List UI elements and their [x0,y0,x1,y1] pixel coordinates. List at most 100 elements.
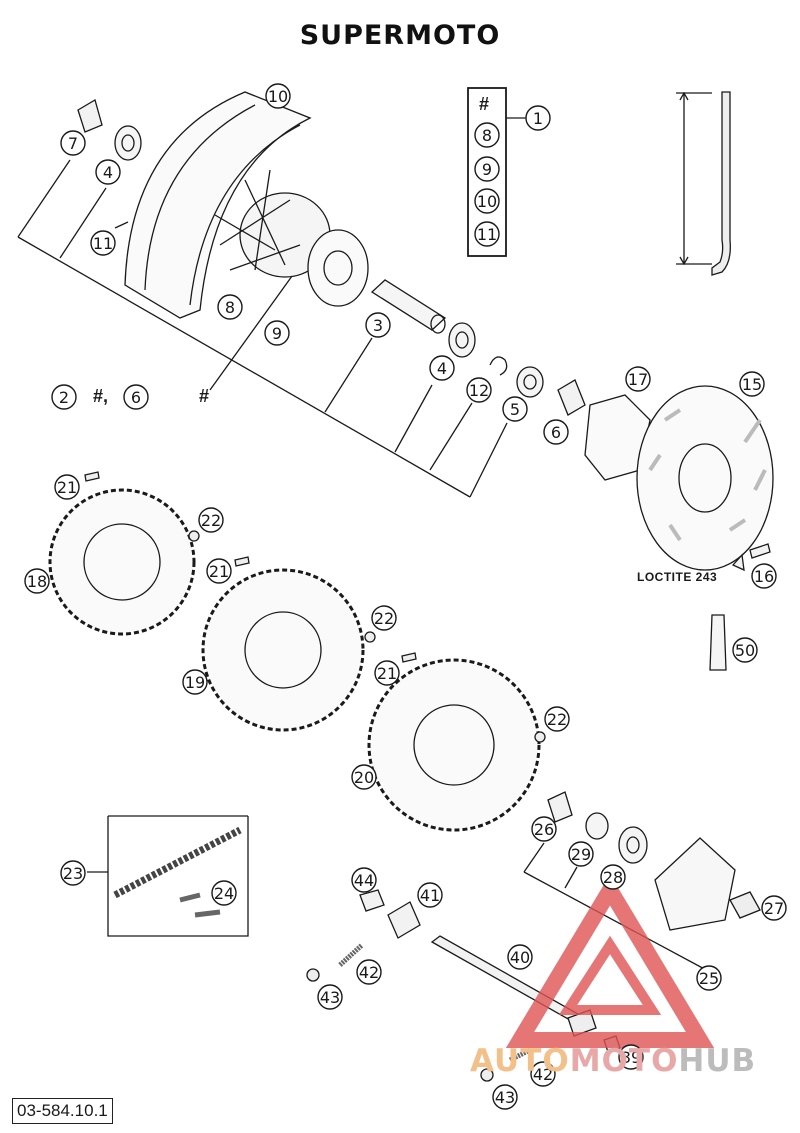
callout-43-number: 43 [320,988,340,1007]
callout-12: 12 [466,377,492,403]
callout-15: 15 [739,371,765,397]
sprocket-20 [367,658,541,832]
callout-42-number: 42 [359,963,379,982]
leader-line [17,236,471,498]
oil-seal [516,366,544,398]
callout-42: 42 [356,959,382,985]
spoke-line [254,169,271,271]
leader-line [209,257,306,391]
leader-line [17,159,71,238]
callout-6: 6 [543,419,569,445]
callout-7: 7 [60,130,86,156]
callout-21: 21 [54,474,80,500]
callout-39-circle [618,1044,644,1070]
spoke-line [244,179,286,266]
callout-26-circle [531,816,557,842]
callout-16-number: 16 [754,567,774,586]
hub-bore [323,250,353,286]
bearing [114,125,142,161]
kit-legend-hash: # [479,94,490,114]
callout-21: 21 [206,558,232,584]
callout-6-number: 6 [551,423,561,442]
spacer [547,791,573,823]
brake-disc [636,385,774,571]
kit-legend-item-11-number: 11 [477,225,497,244]
callout-44: 44 [351,867,377,893]
watermark-part-1: AUTO [470,1043,570,1079]
kit-legend-item-9-circle [474,156,500,182]
callout-28-number: 28 [603,868,623,887]
callout-kit-1-circle [525,105,551,131]
adjuster-screw [338,943,364,967]
bearing [448,322,476,358]
callout-21-number: 21 [377,664,397,683]
callout-4-number: 4 [103,163,113,182]
callout-21-number: 21 [209,562,229,581]
leader-line [59,187,107,259]
spacer-end [430,314,446,334]
kit-legend-item-8-number: 8 [482,126,492,145]
kit-legend-item-11: 11 [474,221,500,247]
leader-line [523,842,545,873]
callout-20-number: 20 [354,768,374,787]
leader-line [564,866,578,889]
callout-42: 42 [530,1061,556,1087]
callout-group-2-circle [51,384,77,410]
callout-50: 50 [732,637,758,663]
kit-legend-item-9: 9 [474,156,500,182]
callout-8-number: 8 [225,298,235,317]
watermark-text: AUTOMOTOHUB [470,1043,756,1079]
kit-legend-item-10: 10 [474,188,500,214]
group-label-hash: #, [93,386,109,406]
chain-link [179,892,221,918]
callout-3-number: 3 [373,316,383,335]
callout-17: 17 [625,366,651,392]
callout-4-circle [429,355,455,381]
loctite-tube [709,614,727,671]
callout-44-number: 44 [354,871,374,890]
callout-16: 16 [751,563,777,589]
bearing [618,826,648,864]
callout-17-circle [625,366,651,392]
callout-5-circle [502,396,528,422]
callout-21-circle [206,558,232,584]
callout-10-circle [265,83,291,109]
kit-legend-item-8-circle [474,122,500,148]
spacer-bushing [77,99,103,133]
callout-24-circle [211,880,237,906]
callout-group-2-number: 2 [59,388,69,407]
brake-disc-slots [648,408,767,542]
bearing-bore [455,331,469,349]
watermark-logo [505,874,715,1048]
callout-50-circle [732,637,758,663]
callout-5: 5 [502,396,528,422]
callout-22-number: 22 [547,710,567,729]
chain [113,826,242,899]
callout-5-number: 5 [510,400,520,419]
callout-20: 20 [351,764,377,790]
callout-44-circle [351,867,377,893]
callout-group-6-number: 6 [131,388,141,407]
sprocket-bolt [234,556,250,567]
callout-18-circle [24,568,50,594]
callout-23: 23 [60,860,86,886]
callout-23-circle [60,860,86,886]
disc-bolt [749,543,771,559]
callout-22: 22 [198,507,224,533]
callout-40: 40 [507,944,533,970]
callout-43-number: 43 [495,1088,515,1107]
sprocket-nut [364,631,376,643]
callout-group-6: 6 [123,384,149,410]
callout-40-number: 40 [510,948,530,967]
callout-41-circle [417,882,443,908]
nut [306,968,320,982]
callout-43: 43 [317,984,343,1010]
callout-27-number: 27 [764,899,784,918]
rim-edge [189,124,301,306]
callout-39-number: 39 [621,1048,641,1067]
kit-legend-item-11-circle [474,221,500,247]
callout-28: 28 [600,864,626,890]
sprocket-carrier [654,837,736,931]
callout-group-2: 2 [51,384,77,410]
callout-4: 4 [95,159,121,185]
